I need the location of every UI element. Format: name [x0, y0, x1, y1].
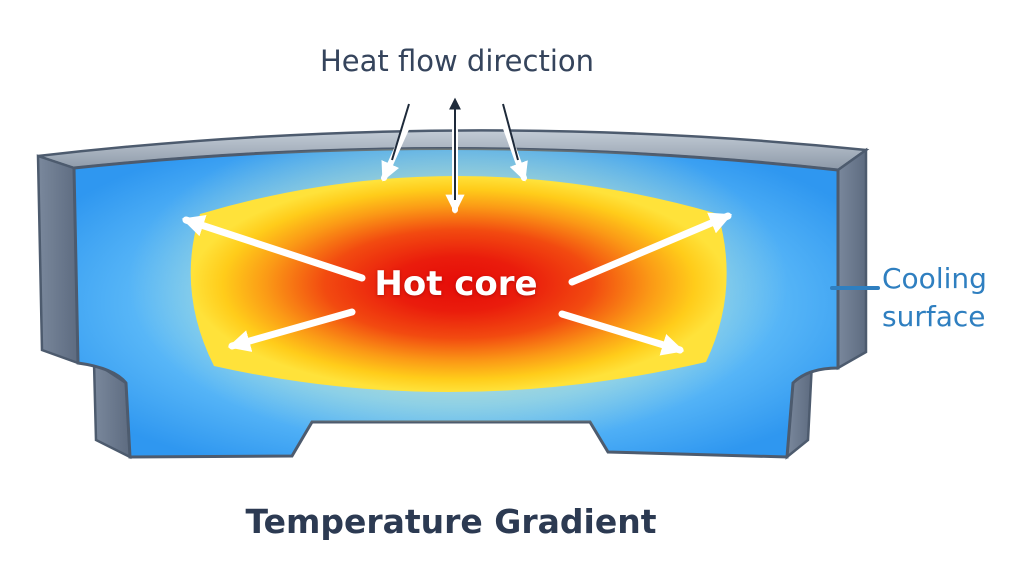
diagram-title: Temperature Gradient: [245, 502, 657, 541]
arrow-lower-right: [558, 310, 685, 356]
arrow-top-right: [500, 117, 528, 182]
heat-flow-pointers: [391, 97, 519, 200]
frame-right-wall: [836, 147, 868, 371]
heat-flow-label: Heat flow direction: [319, 44, 595, 78]
arrow-lower-left: [227, 308, 356, 352]
arrow-upper-right: [568, 212, 733, 286]
arrow-top-left: [381, 117, 413, 182]
heat-zones: [128, 148, 788, 450]
cooling-surface-label: Cooling surface: [882, 260, 987, 336]
hot-zone: [190, 176, 727, 393]
hot-core-label: Hot core: [374, 264, 538, 304]
pointer-left: [391, 103, 410, 161]
cooling-label-line2: surface: [882, 300, 986, 333]
arrow-upper-left: [181, 214, 366, 282]
frame-left-wall: [36, 154, 80, 365]
cooling-label-line1: Cooling: [882, 262, 987, 295]
pointer-right: [502, 103, 519, 161]
